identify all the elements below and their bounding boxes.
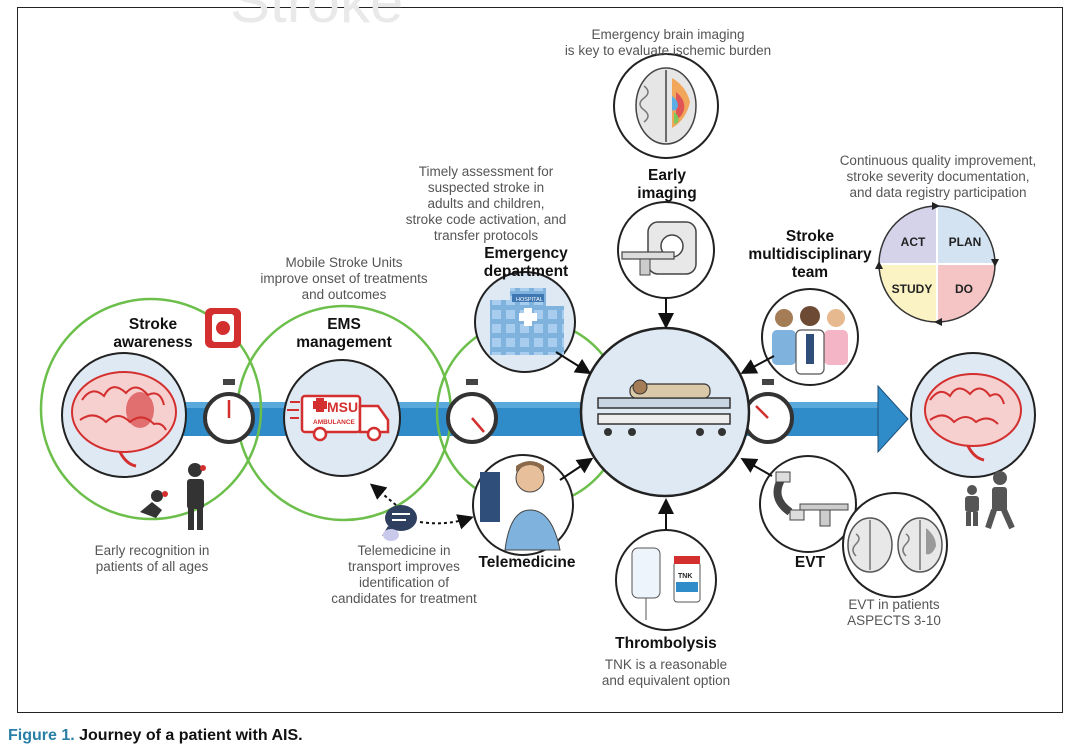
brain-icon bbox=[71, 371, 177, 468]
thrombolysis-note: TNK is a reasonable and equivalent optio… bbox=[601, 657, 731, 688]
journey-arrow bbox=[150, 384, 909, 454]
brain-scan-icon bbox=[635, 67, 697, 145]
imaging-note: Emergency brain imaging is key to evalua… bbox=[564, 27, 772, 58]
thrombolysis-label: Thrombolysis bbox=[615, 635, 717, 652]
stroke-awareness-ring bbox=[39, 297, 263, 521]
pdsa-plan-quadrant bbox=[937, 206, 995, 264]
patients-icon bbox=[140, 463, 206, 530]
telemedicine-label: Telemedicine bbox=[478, 554, 576, 571]
thrombolysis-circle bbox=[615, 529, 717, 631]
figure-caption-text: Journey of a patient with AIS. bbox=[74, 727, 303, 744]
figure-number: Figure 1. bbox=[8, 727, 75, 744]
ct-slices-icon bbox=[847, 517, 943, 573]
iv-bag-icon: TNK bbox=[631, 547, 701, 620]
hospital-icon: HOSPITAL bbox=[490, 288, 564, 355]
tele-arrow-right bbox=[419, 514, 474, 530]
medical-team-icon bbox=[772, 306, 848, 375]
telemedicine-icon bbox=[480, 461, 561, 551]
watermark: Stroke bbox=[230, 0, 403, 35]
ambulance-sub-text: AMBULANCE bbox=[313, 419, 356, 426]
vial-label: TNK bbox=[678, 573, 692, 580]
ct-scanner-icon bbox=[621, 221, 697, 276]
patient-circle bbox=[579, 326, 751, 498]
stopwatch-icon-1 bbox=[203, 379, 255, 444]
stroke-awareness-label: Stroke awareness bbox=[113, 316, 193, 351]
chat-bubble-icon bbox=[382, 505, 417, 541]
stopwatch-icon-2 bbox=[446, 379, 498, 444]
telemedicine-note: Telemedicine in transport improves ident… bbox=[331, 543, 477, 606]
pdsa-cycle: ACT PLAN STUDY DO bbox=[875, 202, 999, 326]
emergency-label: Emergency department bbox=[483, 245, 569, 280]
pdsa-act-label: ACT bbox=[901, 235, 926, 249]
pdsa-study-quadrant bbox=[879, 264, 937, 322]
pdsa-do-label: DO bbox=[955, 282, 973, 296]
family-icon bbox=[965, 471, 1015, 530]
hospital-sign-text: HOSPITAL bbox=[516, 297, 543, 303]
pdsa-plan-label: PLAN bbox=[949, 235, 982, 249]
pdsa-study-label: STUDY bbox=[892, 282, 933, 296]
ambulance-msu-text: MSU bbox=[327, 399, 358, 415]
figure-frame bbox=[17, 7, 1063, 713]
figure-caption: Figure 1. Journey of a patient with AIS. bbox=[8, 727, 303, 745]
angiography-icon bbox=[773, 471, 849, 527]
stopwatch-icon-3 bbox=[742, 379, 794, 444]
ems-note: Mobile Stroke Units improve onset of tre… bbox=[260, 255, 428, 302]
pdsa-act-quadrant bbox=[879, 206, 937, 264]
connector-arrows bbox=[555, 298, 775, 530]
phone-icon bbox=[205, 308, 241, 348]
emergency-note: Timely assessment for suspected stroke i… bbox=[405, 164, 567, 243]
stretcher-icon bbox=[597, 379, 731, 436]
pdsa-note: Continuous quality improvement, stroke s… bbox=[839, 153, 1037, 200]
imaging-label: Early imaging bbox=[637, 167, 697, 202]
pdsa-do-quadrant bbox=[937, 264, 995, 322]
healthy-brain-icon bbox=[924, 373, 1022, 462]
tele-arrow-up bbox=[369, 483, 397, 506]
stroke-awareness-note: Early recognition in patients of all age… bbox=[94, 543, 210, 574]
ems-label: EMS management bbox=[296, 316, 392, 351]
ambulance-icon: MSU AMBULANCE bbox=[287, 394, 390, 442]
evt-note: EVT in patients ASPECTS 3-10 bbox=[847, 597, 941, 628]
evt-label: EVT bbox=[794, 554, 826, 571]
team-label: Stroke multidisciplinary team bbox=[748, 228, 872, 281]
